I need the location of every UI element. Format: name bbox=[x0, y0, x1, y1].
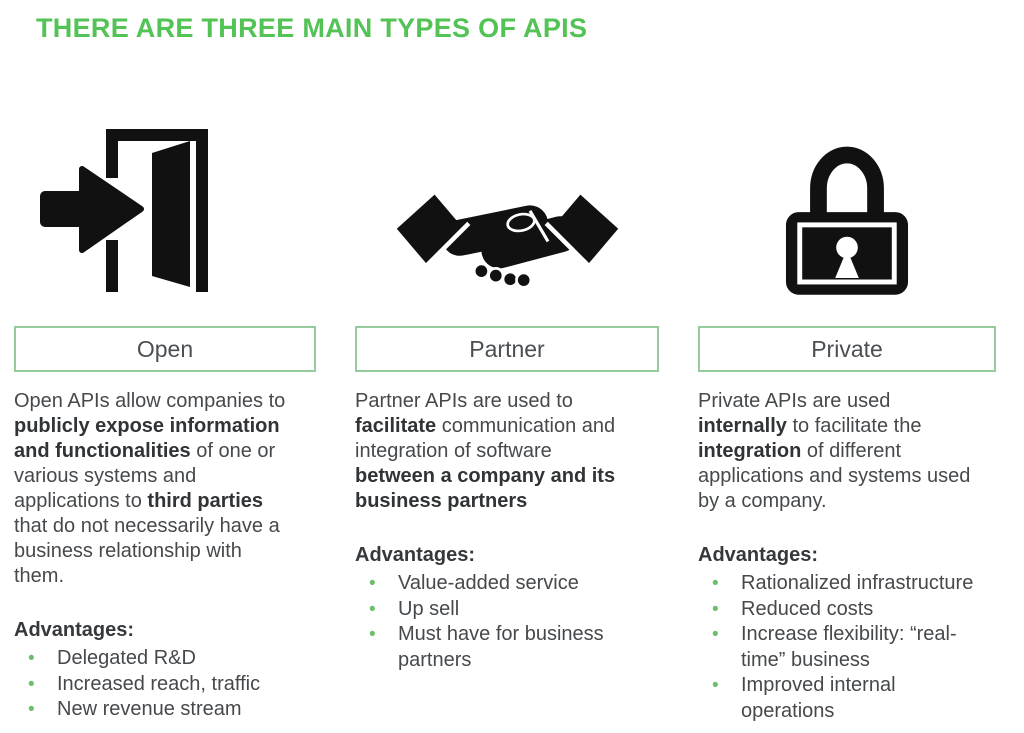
description-text-run: of different applications and systems us… bbox=[698, 440, 971, 512]
description-text-run: that do not necessarily have a business … bbox=[14, 515, 280, 587]
description-text-run: of one or various systems and applicatio… bbox=[14, 440, 276, 512]
column-private: Private Private APIs are used internally… bbox=[698, 100, 996, 724]
description-bold-run: publicly expose information and function… bbox=[14, 415, 280, 462]
page-title: THERE ARE THREE MAIN TYPES OF APIS bbox=[36, 13, 588, 43]
advantages-list-partner: Value-added serviceUp sellMust have for … bbox=[355, 571, 636, 673]
type-label-box-partner: Partner bbox=[355, 326, 659, 372]
description-text-run: Partner APIs are used to bbox=[355, 390, 573, 412]
type-label-box-open: Open bbox=[14, 326, 316, 372]
description-bold-run: internally bbox=[698, 415, 787, 437]
handshake-icon bbox=[396, 194, 618, 289]
advantage-item: Value-added service bbox=[355, 571, 636, 597]
advantage-item: Must have for business partners bbox=[355, 622, 636, 673]
icon-container-open bbox=[14, 100, 316, 315]
columns-container: Open Open APIs allow companies to public… bbox=[0, 100, 1024, 724]
description-text-run: Open APIs allow companies to bbox=[14, 390, 286, 412]
door-enter-icon bbox=[40, 129, 208, 292]
description-open: Open APIs allow companies to publicly ex… bbox=[14, 389, 295, 589]
advantage-item: Delegated R&D bbox=[14, 646, 295, 672]
description-text-run: communication and integration of softwar… bbox=[355, 415, 616, 462]
advantages-heading-partner: Advantages: bbox=[355, 544, 476, 566]
description-bold-run: third parties bbox=[147, 490, 263, 512]
icon-container-private bbox=[698, 100, 996, 315]
advantage-item: Reduced costs bbox=[698, 597, 979, 623]
padlock-icon bbox=[785, 146, 909, 295]
icon-container-partner bbox=[355, 100, 659, 315]
advantages-list-private: Rationalized infrastructureReduced costs… bbox=[698, 571, 979, 724]
type-label-partner: Partner bbox=[469, 335, 545, 362]
advantages-heading-open: Advantages: bbox=[14, 619, 135, 641]
type-label-box-private: Private bbox=[698, 326, 996, 372]
description-partner: Partner APIs are used to facilitate comm… bbox=[355, 389, 636, 514]
advantages-list-open: Delegated R&DIncreased reach, trafficNew… bbox=[14, 646, 295, 723]
description-bold-run: integration bbox=[698, 440, 802, 462]
description-text-run: to facilitate the bbox=[786, 415, 922, 437]
description-bold-run: between a company and its business partn… bbox=[355, 465, 616, 512]
api-types-infographic: THERE ARE THREE MAIN TYPES OF APIS bbox=[0, 13, 1024, 733]
type-label-private: Private bbox=[811, 335, 883, 362]
column-partner: Partner Partner APIs are used to facilit… bbox=[355, 100, 659, 724]
advantages-heading-private: Advantages: bbox=[698, 544, 819, 566]
advantage-item: Improved internal operations bbox=[698, 673, 979, 724]
advantage-item: Increased reach, traffic bbox=[14, 672, 295, 698]
advantage-item: New revenue stream bbox=[14, 697, 295, 723]
advantage-item: Increase flexibility: “real-time” busine… bbox=[698, 622, 979, 673]
column-open: Open Open APIs allow companies to public… bbox=[14, 100, 316, 724]
advantage-item: Up sell bbox=[355, 597, 636, 623]
advantage-item: Rationalized infrastructure bbox=[698, 571, 979, 597]
description-text-run: Private APIs are used bbox=[698, 390, 891, 412]
description-bold-run: facilitate bbox=[355, 415, 437, 437]
type-label-open: Open bbox=[136, 335, 194, 362]
description-private: Private APIs are used internally to faci… bbox=[698, 389, 979, 514]
